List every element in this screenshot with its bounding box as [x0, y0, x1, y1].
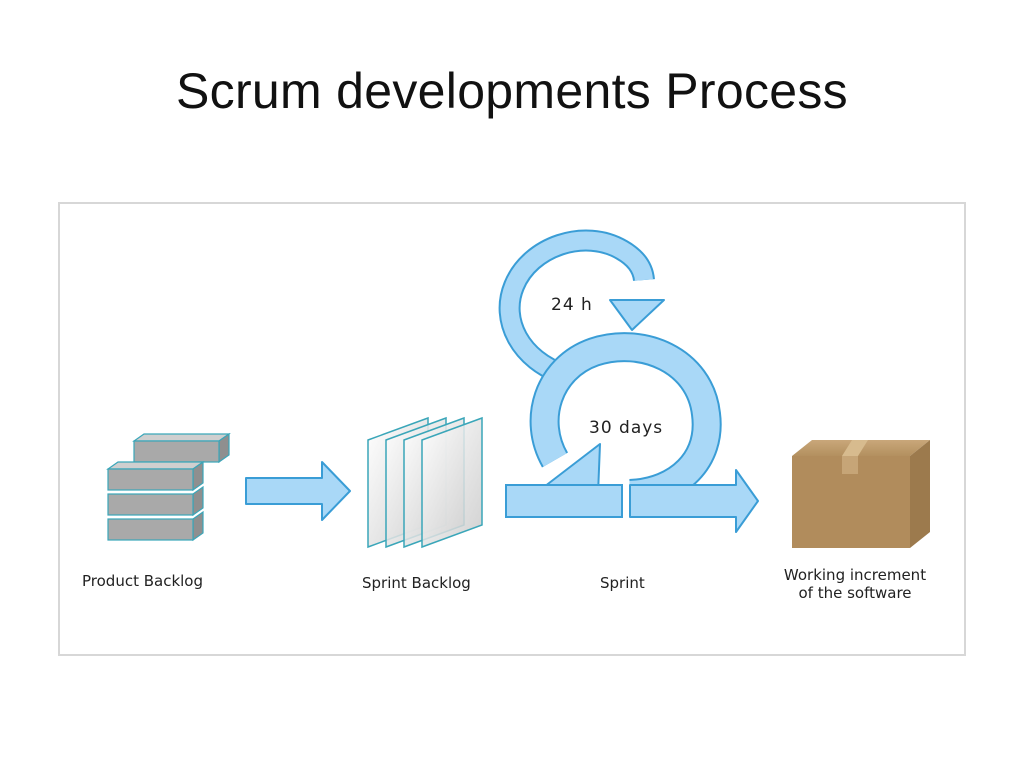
daily-loop-label: 24 h [551, 295, 593, 315]
stage-label-working-increment-line1: Working increment [783, 566, 927, 584]
stage-label-sprint-backlog: Sprint Backlog [362, 574, 471, 592]
stacked-blocks-icon [106, 432, 231, 542]
stage-label-working-increment-line2: of the software [798, 584, 912, 602]
slide-title: Scrum developments Process [176, 63, 848, 119]
stage-label-sprint: Sprint [600, 574, 645, 592]
stage-label-product-backlog: Product Backlog [82, 572, 204, 590]
daily-cycle-arrow-icon [498, 229, 665, 386]
flow-arrow-1 [245, 461, 351, 521]
stage-label-working-increment: Working increment of the software [762, 566, 948, 602]
flow-arrow-2 [505, 484, 623, 518]
flow-arrow-3 [629, 469, 759, 533]
sprint-loop-label: 30 days [589, 418, 664, 438]
glass-panes-icon [367, 416, 483, 549]
cardboard-box-icon [792, 440, 930, 548]
